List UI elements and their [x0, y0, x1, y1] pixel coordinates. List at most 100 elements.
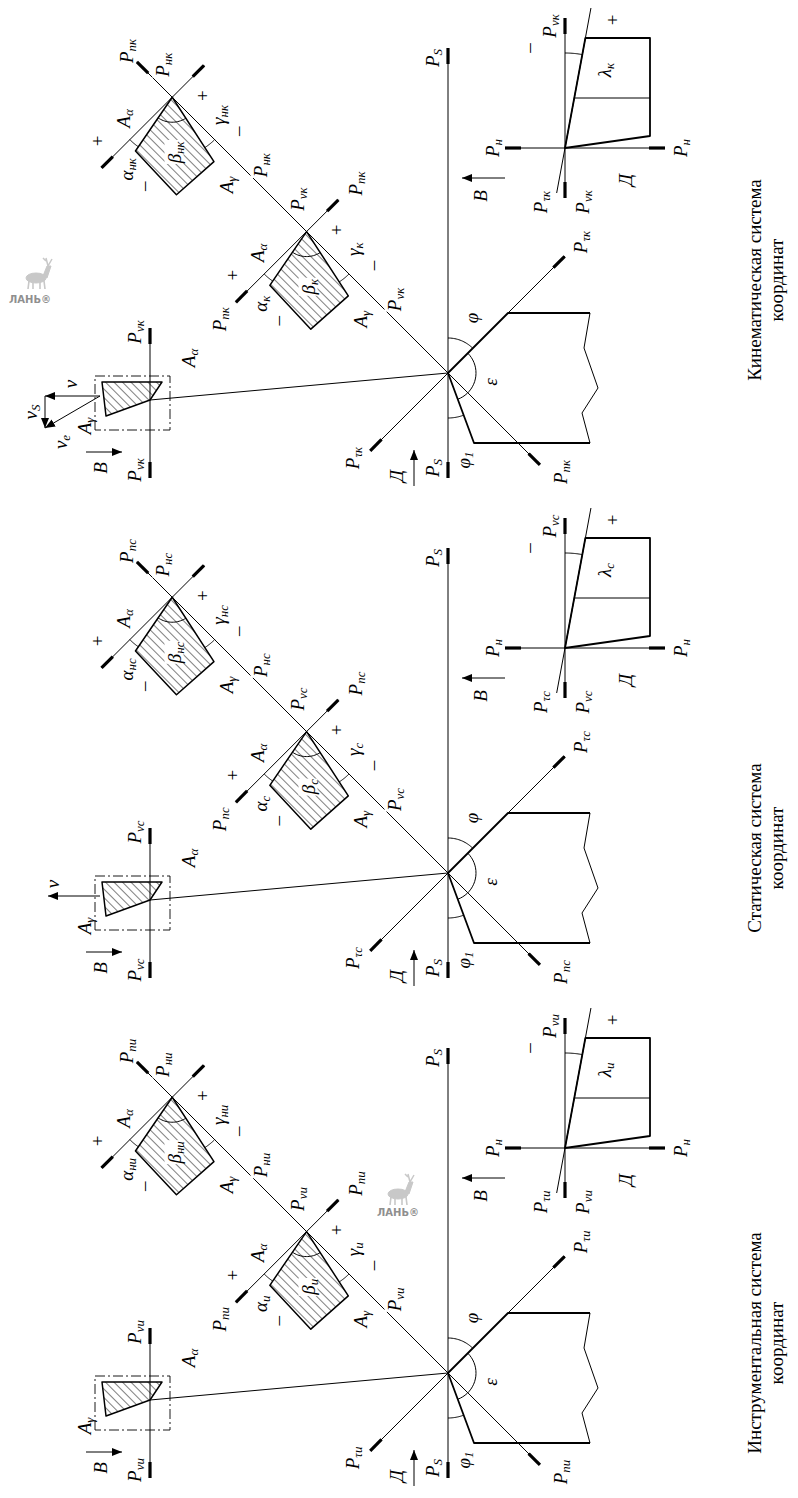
geometry-symbol: αнс	[116, 657, 135, 681]
break-line	[582, 813, 598, 943]
symbol-subscript: nс	[124, 539, 139, 551]
watermark: ЛАНЬ®	[376, 1208, 420, 1218]
section-mark	[505, 646, 521, 649]
geometry-symbol: Pvи	[573, 1189, 592, 1215]
symbol-subscript: nс	[558, 960, 573, 972]
symbol-main: P	[572, 702, 593, 714]
geometry-symbol: v	[43, 879, 62, 889]
symbol-main: +	[326, 1224, 347, 1237]
symbol-main: +	[326, 224, 347, 237]
section-mark	[327, 200, 338, 211]
symbol-main: –	[132, 1182, 153, 1192]
symbol-subscript: vк	[392, 288, 407, 300]
symbol-subscript: с	[602, 563, 617, 569]
symbol-main: P	[344, 684, 365, 696]
section-mark	[102, 657, 113, 668]
symbol-main: P	[116, 51, 137, 63]
section-mark	[553, 1256, 564, 1267]
symbol-subscript: τк	[578, 231, 593, 242]
symbol-main: γ	[342, 249, 363, 257]
geometry-symbol: γс	[343, 742, 362, 757]
geometry-symbol: βнк	[164, 140, 183, 164]
view-arrow	[462, 678, 505, 679]
symbol-main: P	[572, 202, 593, 214]
tool-outline	[448, 313, 590, 443]
wedge-angle-arc	[158, 118, 186, 122]
geometry-symbol: –	[267, 1315, 286, 1327]
symbol-subscript: vс	[547, 514, 562, 525]
symbol-subscript: τс	[350, 947, 365, 957]
geometry-symbol: –	[228, 625, 247, 637]
symbol-main: P	[116, 1052, 137, 1064]
symbol-main: P	[570, 741, 591, 753]
angle-arc	[448, 415, 464, 418]
geometry-symbol: Pnк	[209, 306, 228, 332]
geometry-symbol: ε	[481, 1377, 500, 1387]
section-mark	[563, 182, 566, 198]
symbol-subscript: γ	[358, 811, 373, 816]
symbol-main: P	[482, 1145, 503, 1157]
symbol-main: γ	[208, 117, 229, 125]
geometry-symbol: Pн	[483, 638, 502, 658]
geometry-symbol: –	[519, 42, 538, 54]
section-mark	[446, 1462, 449, 1478]
geometry-symbol: Pни	[153, 1051, 172, 1077]
symbol-subscript: nк	[124, 39, 139, 52]
symbol-main: Д	[386, 1470, 407, 1482]
geometry-symbol: –	[228, 1125, 247, 1137]
geometry-symbol: Pvи	[287, 1186, 306, 1212]
geometry-symbol: Pnк	[117, 38, 136, 64]
geometry-symbol: Pτс	[343, 946, 362, 970]
geometry-symbol: Pни	[250, 1152, 269, 1178]
symbol-main: P	[422, 1465, 443, 1477]
geometry-symbol: В	[471, 689, 490, 703]
symbol-main: +	[221, 269, 242, 282]
symbol-main: P	[422, 555, 443, 567]
geometry-symbol: Aγ	[216, 676, 235, 695]
symbol-main: P	[208, 320, 229, 332]
symbol-main: α	[249, 802, 270, 812]
geometry-symbol: Aγ	[216, 1176, 235, 1195]
feed-plane-trace	[448, 1048, 449, 1478]
geometry-symbol: Pτи	[343, 1446, 362, 1471]
base-plane-trace	[565, 1018, 566, 1198]
symbol-subscript: к	[602, 63, 617, 69]
symbol-main: P	[249, 665, 270, 677]
geometry-symbol: Aγ	[216, 176, 235, 195]
symbol-subscript: ни	[216, 1105, 231, 1118]
deer-antlers	[405, 1174, 414, 1182]
rake-angle-arc	[205, 140, 215, 148]
symbol-main: P	[124, 332, 145, 344]
symbol-main: +	[191, 89, 212, 102]
symbol-main: α	[115, 1171, 136, 1181]
deer-legs	[28, 281, 45, 289]
symbol-subscript: vк	[132, 458, 147, 470]
symbol-main: P	[550, 1473, 571, 1485]
geometry-symbol: Д	[616, 1173, 635, 1187]
symbol-main: P	[124, 832, 145, 844]
symbol-main: P	[670, 145, 691, 157]
symbol-main: P	[539, 26, 560, 38]
symbol-subscript: к	[306, 279, 321, 285]
geometry-symbol: Pnк	[345, 170, 364, 196]
symbol-subscript: S	[430, 959, 445, 965]
tool-outline	[448, 813, 590, 943]
geometry-symbol: Pnс	[551, 959, 570, 985]
symbol-subscript: τи	[350, 1447, 365, 1458]
symbol-main: P	[124, 1470, 145, 1482]
inclination-angle-arc	[565, 553, 582, 555]
geometry-symbol: Pnи	[551, 1459, 570, 1486]
geometry-symbol: Д	[387, 1469, 406, 1483]
symbol-subscript: nи	[558, 1460, 573, 1473]
geometry-symbol: Aγ	[75, 1417, 94, 1436]
view-frame	[95, 876, 170, 930]
geometry-symbol: Pvк	[287, 186, 306, 211]
geometry-symbol: Pτк	[531, 190, 550, 214]
geometry-symbol: Pнк	[250, 152, 269, 178]
projection-line	[150, 1373, 448, 1400]
angle-arc	[448, 338, 473, 348]
symbol-main: P	[550, 472, 571, 484]
symbol-main: В	[470, 190, 491, 202]
